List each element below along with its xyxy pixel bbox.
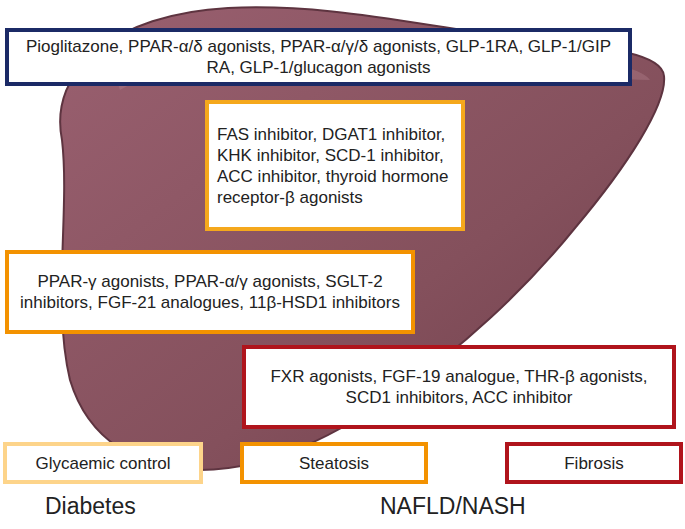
drug-class-box: FAS inhibitor, DGAT1 inhibitor, KHK inhi… [205, 100, 465, 231]
box-text: PPAR-γ agonists, PPAR-α/γ agonists, SGLT… [17, 271, 403, 313]
box-text: Steatosis [299, 453, 369, 474]
drug-class-box: FXR agonists, FGF-19 analogue, THR-β ago… [242, 345, 676, 429]
box-text: FXR agonists, FGF-19 analogue, THR-β ago… [254, 366, 664, 408]
drug-class-box: PPAR-γ agonists, PPAR-α/γ agonists, SGLT… [5, 250, 415, 334]
category-label: Diabetes [45, 493, 136, 520]
outcome-box: Glycaemic control [3, 442, 203, 484]
category-label: NAFLD/NASH [380, 493, 526, 520]
box-text: FAS inhibitor, DGAT1 inhibitor, KHK inhi… [217, 124, 453, 208]
box-text: Glycaemic control [35, 453, 170, 474]
box-text: Pioglitazone, PPAR-α/δ agonists, PPAR-α/… [17, 36, 620, 78]
drug-class-box: Pioglitazone, PPAR-α/δ agonists, PPAR-α/… [5, 28, 632, 86]
box-text: Fibrosis [564, 453, 624, 474]
outcome-box: Steatosis [240, 442, 428, 484]
outcome-box: Fibrosis [505, 442, 683, 484]
